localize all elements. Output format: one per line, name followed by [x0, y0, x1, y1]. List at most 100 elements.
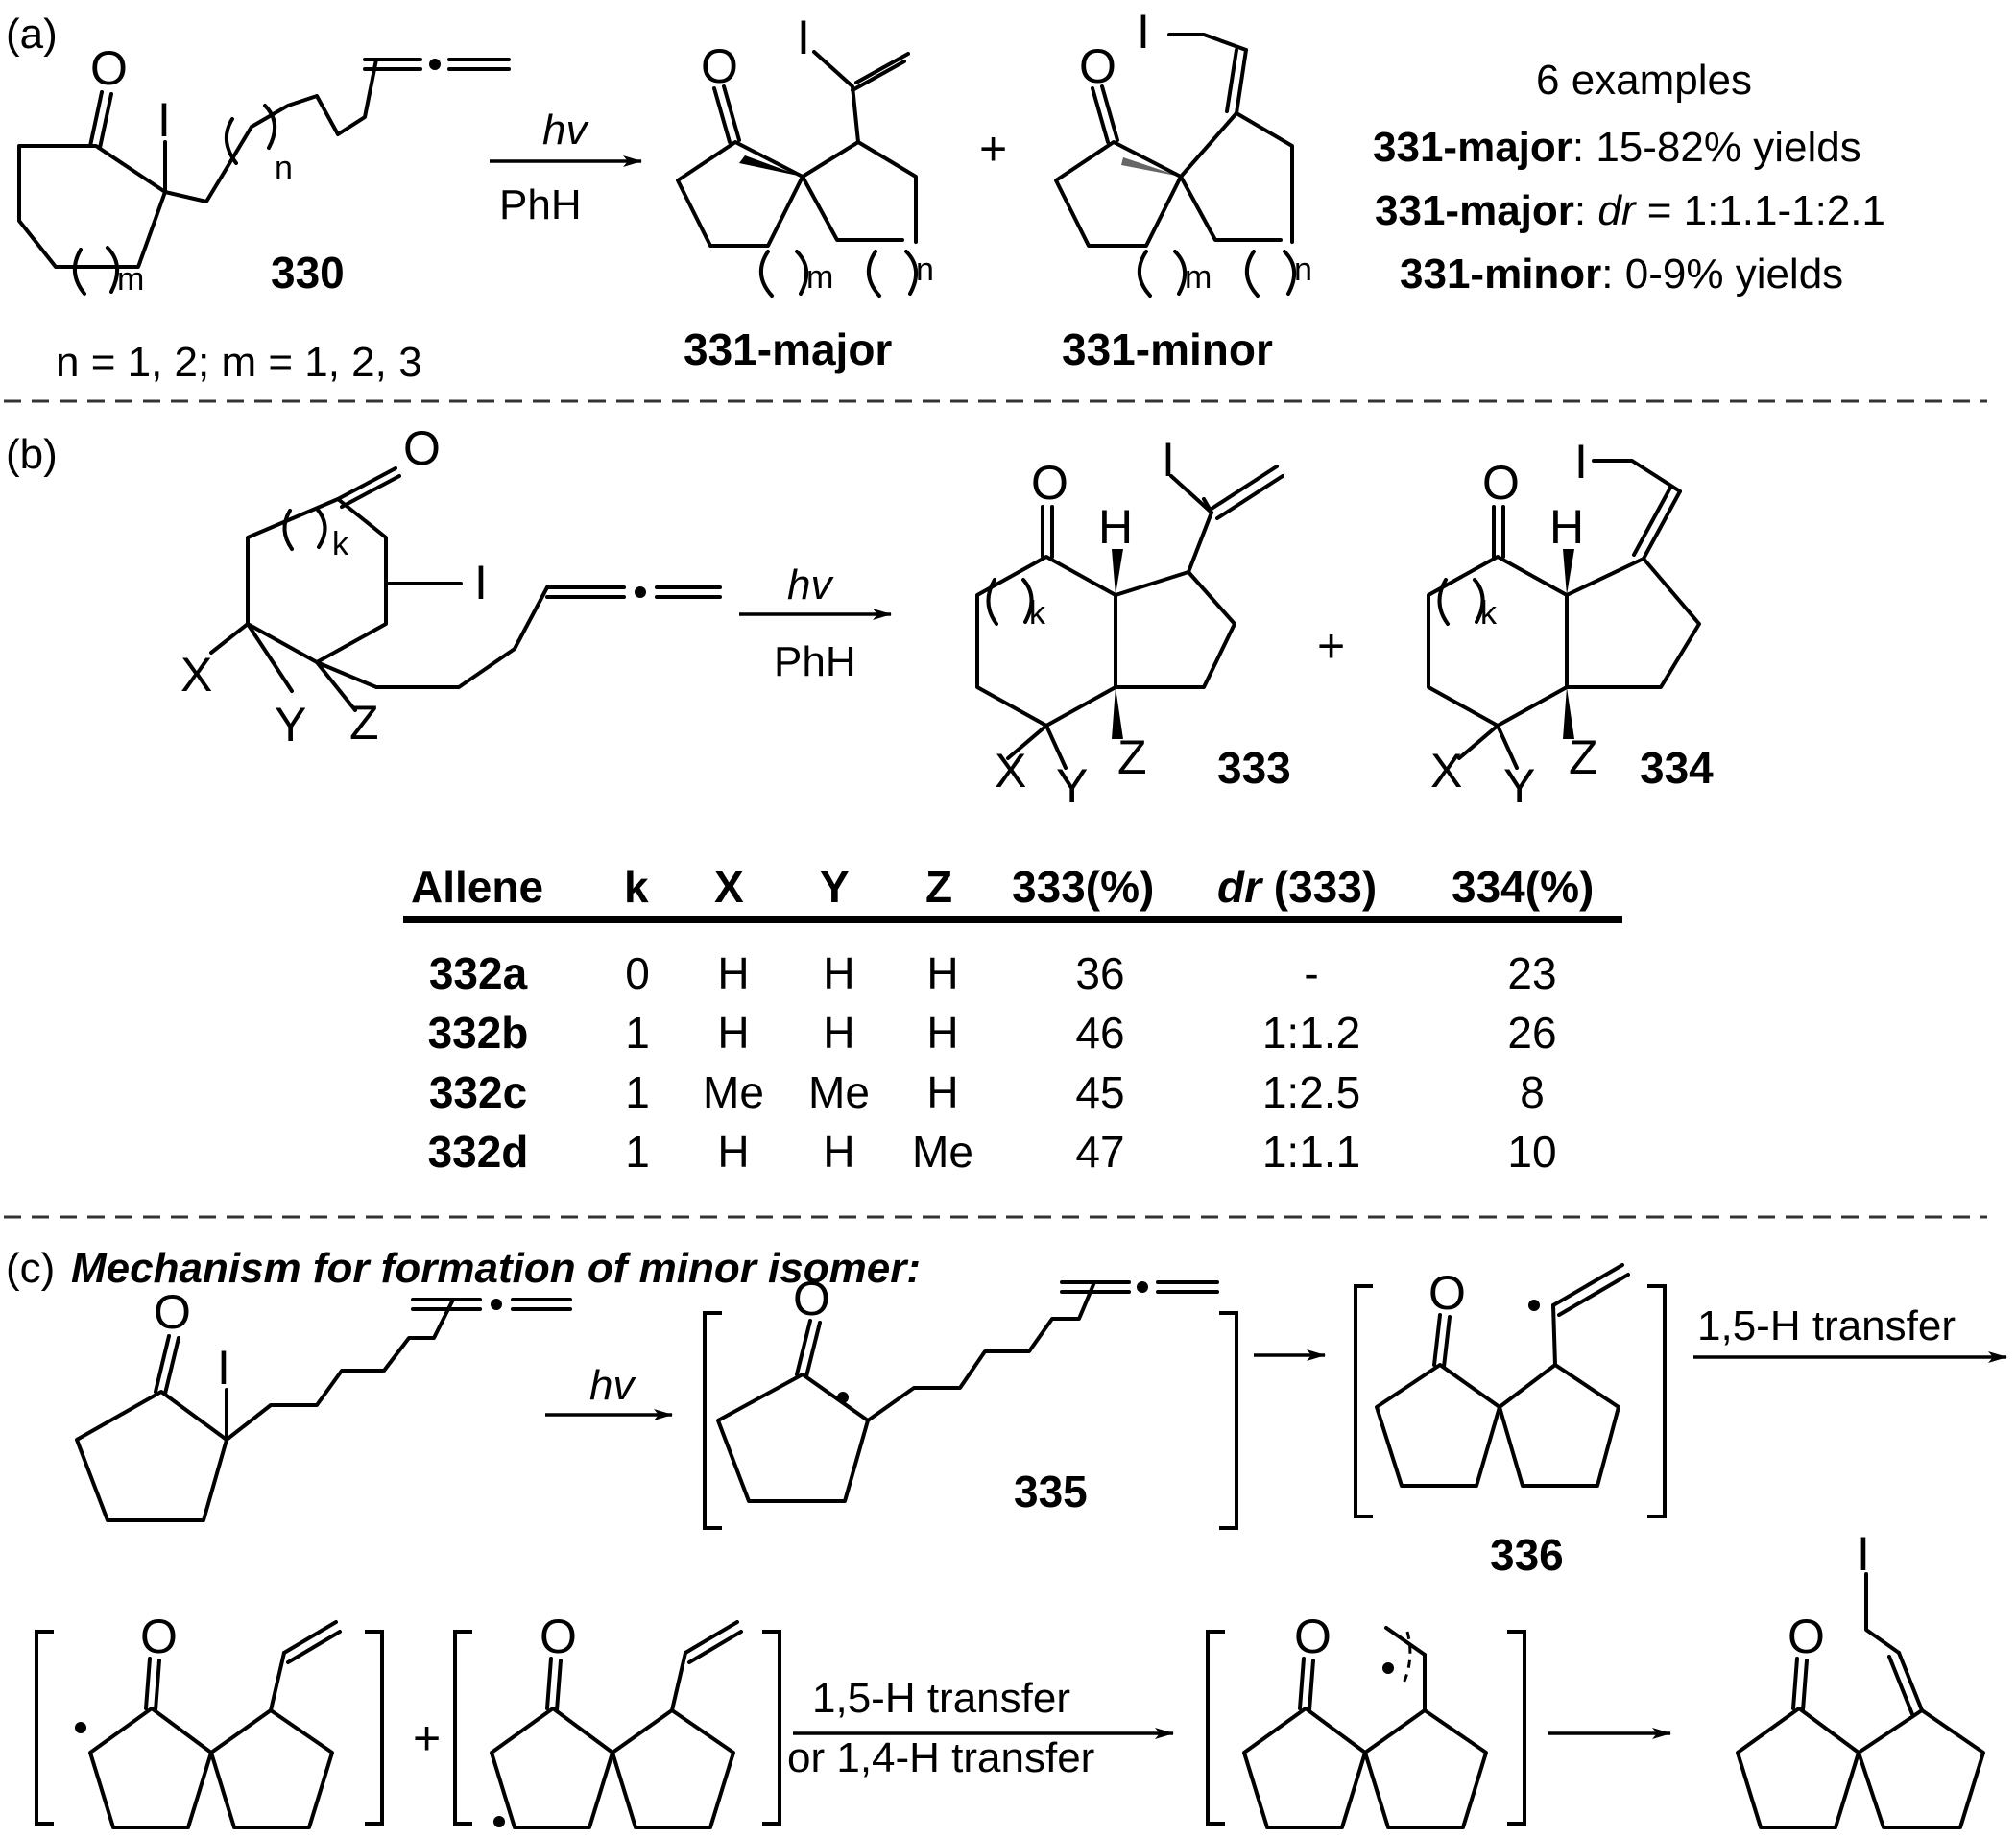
atom-o: O [1294, 1610, 1332, 1663]
subscript-m: m [806, 259, 833, 296]
cell-x: H [717, 948, 749, 998]
atom-o: O [701, 39, 738, 93]
cell-z: H [926, 948, 958, 998]
atom-z: Z [1117, 730, 1147, 784]
step-ht-top: 1,5-H transfer [812, 1675, 1070, 1722]
label-334: 334 [1640, 743, 1714, 793]
atom-o: O [1482, 456, 1520, 510]
label-336: 336 [1490, 1530, 1564, 1580]
cell-k: 0 [625, 948, 650, 998]
atom-o: O [540, 1610, 577, 1663]
cell-x: H [717, 1127, 749, 1177]
atom-y: Y [275, 698, 306, 752]
table-header-x: X [714, 862, 744, 912]
intermediate-335: O 335 [703, 1272, 1238, 1530]
panel-b-label: (b) [6, 431, 58, 478]
atom-z: Z [1569, 730, 1598, 784]
atom-z: Z [349, 696, 379, 750]
cell-dr: 1:2.5 [1262, 1067, 1360, 1117]
condition-hv: hv [542, 107, 589, 154]
intermediate-336: O 336 [1354, 1263, 1667, 1580]
atom-x: X [1430, 744, 1462, 798]
panel-b: (b) O I k X Y Z hv PhH [6, 421, 1714, 1177]
atom-i: I [1857, 1527, 1870, 1581]
table-header-y: Y [820, 862, 850, 912]
condition-hv: hv [589, 1362, 636, 1409]
plus-sign: + [413, 1711, 441, 1765]
product-334: O H I k X Y Z 334 [1427, 435, 1714, 813]
cell-k: 1 [625, 1127, 650, 1177]
cell-x: Me [703, 1067, 764, 1117]
atom-x: X [995, 744, 1026, 798]
table-header-z: Z [925, 862, 952, 912]
condition-solvent: PhH [499, 181, 582, 228]
table-header-k: k [624, 862, 649, 912]
atom-i: I [1137, 5, 1150, 59]
summary-examples: 6 examples [1536, 57, 1752, 104]
mechanism-start: O I [75, 1285, 572, 1522]
atom-i: I [474, 556, 488, 609]
cell-z: H [926, 1067, 958, 1117]
cell-z: H [926, 1008, 958, 1058]
table-header-334: 334(%) [1452, 862, 1594, 912]
subscript-k: k [1480, 595, 1498, 632]
allyl-radical-intermediate: O [1206, 1610, 1526, 1829]
cell-334: 8 [1520, 1067, 1545, 1117]
condition-solvent: PhH [774, 638, 856, 685]
cell-334: 10 [1507, 1127, 1556, 1177]
cell-333: 36 [1075, 948, 1124, 998]
subscript-m: m [117, 261, 144, 298]
cell-z: Me [912, 1127, 973, 1177]
atom-o: O [1428, 1266, 1466, 1320]
reactant-330: O I n m 330 n = 1, 2; m = 1, 2, 3 [17, 41, 511, 386]
summary-major-dr: 331-major: dr = 1:1.1-1:2.1 [1375, 187, 1885, 234]
panel-c-label: (c) [6, 1245, 55, 1292]
product-333: O H I k X Y Z 333 [975, 433, 1291, 813]
atom-o: O [140, 1610, 178, 1663]
step-ht-bottom: or 1,4-H transfer [787, 1734, 1094, 1781]
atom-o: O [1031, 456, 1068, 510]
results-table: Allene k X Y Z 333(%) dr (333) 334(%) 33… [403, 862, 1622, 1177]
atom-o: O [1079, 39, 1116, 93]
atom-h: H [1549, 500, 1584, 554]
cell-allene: 332c [429, 1067, 527, 1117]
atom-o: O [154, 1285, 191, 1339]
panel-a: (a) O I n m 330 n = 1, 2; m = 1, 2, 3 [6, 5, 1885, 386]
panel-c: (c) Mechanism for formation of minor iso… [6, 1245, 2007, 1829]
label-331-minor: 331-minor [1062, 324, 1273, 374]
results-summary: 6 examples 331-major: 15-82% yields 331-… [1373, 57, 1885, 298]
atom-i: I [1574, 435, 1588, 489]
cell-allene: 332a [429, 948, 528, 998]
atom-i: I [157, 93, 171, 147]
subscript-k: k [1029, 595, 1046, 632]
atom-y: Y [1056, 759, 1088, 813]
radical-intermediate-a: O [35, 1610, 384, 1829]
label-331-major: 331-major [684, 324, 892, 374]
table-header-allene: Allene [411, 862, 543, 912]
cell-334: 26 [1507, 1008, 1556, 1058]
atom-i: I [1162, 433, 1175, 487]
mechanism-title: Mechanism for formation of minor isomer: [71, 1245, 921, 1292]
atom-i: I [797, 11, 810, 64]
cell-k: 1 [625, 1008, 650, 1058]
cell-333: 47 [1075, 1127, 1124, 1177]
atom-x: X [180, 648, 212, 702]
atom-o: O [793, 1272, 830, 1325]
cell-333: 45 [1075, 1067, 1124, 1117]
subscript-m: m [1185, 259, 1212, 296]
radical-intermediate-b: O [453, 1610, 781, 1829]
cell-allene: 332b [428, 1008, 529, 1058]
atom-y: Y [1503, 759, 1535, 813]
cell-dr: - [1304, 948, 1318, 998]
cell-y: H [823, 1127, 854, 1177]
cell-allene: 332d [428, 1127, 529, 1177]
cell-y: H [823, 1008, 854, 1058]
reactant-332: O I k X Y Z [180, 421, 722, 752]
label-333: 333 [1217, 743, 1291, 793]
compound-330: 330 [271, 248, 345, 298]
